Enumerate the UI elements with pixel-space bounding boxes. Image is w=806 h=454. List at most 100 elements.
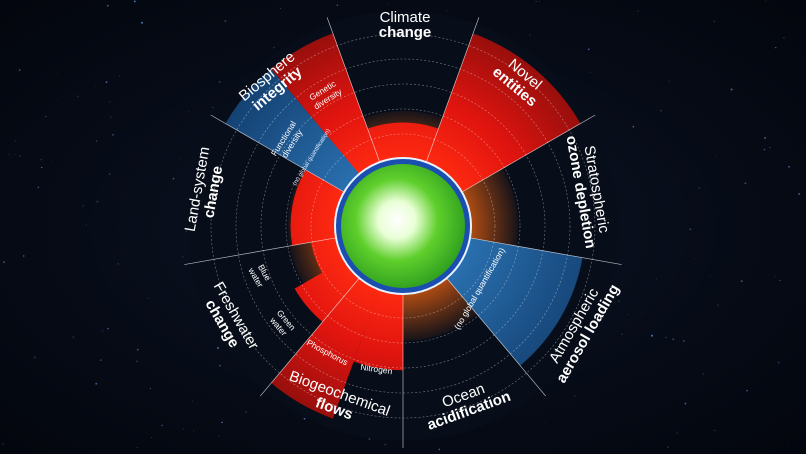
star (107, 327, 109, 330)
star (646, 186, 648, 188)
star (636, 61, 638, 63)
star (172, 177, 175, 180)
star (109, 101, 111, 103)
star (106, 4, 109, 7)
star (336, 4, 339, 6)
wedge-freshwater-blue-water (311, 237, 345, 273)
star (135, 16, 137, 18)
star (567, 375, 570, 378)
star (179, 158, 181, 160)
wedge-novel (426, 33, 581, 193)
star (545, 421, 546, 423)
star (96, 200, 99, 203)
star (655, 278, 658, 280)
wedge-biogeo-phosphorus (353, 289, 403, 371)
star (689, 228, 692, 231)
star (2, 443, 4, 445)
star (160, 239, 162, 241)
star (384, 443, 387, 446)
label-nitrogen: Nitrogen (360, 362, 393, 376)
star (698, 187, 700, 189)
star (782, 36, 785, 39)
label-climate-2: change (379, 24, 432, 41)
star (110, 116, 112, 119)
star (0, 220, 1, 222)
star (590, 72, 591, 74)
star (108, 173, 111, 175)
star (41, 166, 43, 169)
star (368, 438, 371, 441)
star (628, 314, 630, 316)
star (667, 446, 669, 448)
star (198, 342, 200, 343)
star (136, 446, 138, 449)
star (730, 363, 731, 364)
label-climate: Climate (380, 9, 431, 26)
star (694, 258, 696, 260)
sector-divider (326, 17, 381, 163)
grid-ring (285, 108, 521, 344)
star (182, 428, 184, 430)
star (720, 257, 721, 259)
star (273, 46, 275, 49)
grid-ring (235, 58, 571, 394)
star (659, 109, 663, 112)
star (45, 115, 47, 118)
star (779, 405, 781, 407)
star (632, 125, 635, 128)
inner-safe-zone (334, 157, 472, 295)
star (798, 192, 801, 195)
star (672, 338, 675, 341)
star (85, 224, 87, 226)
star (717, 304, 719, 306)
star (95, 382, 98, 385)
star (149, 387, 152, 390)
wedge-aerosol (446, 237, 583, 366)
star (684, 402, 687, 405)
star (65, 64, 67, 66)
star (715, 155, 717, 157)
star (136, 348, 139, 351)
star (709, 275, 711, 277)
star (765, 343, 767, 344)
sector-divider (260, 277, 360, 397)
star (37, 186, 40, 188)
star (10, 111, 12, 112)
star (714, 429, 716, 431)
star (713, 20, 716, 23)
sector-divider (210, 114, 345, 193)
star (651, 334, 654, 337)
star (216, 347, 219, 350)
star (788, 2, 790, 3)
star (136, 360, 138, 363)
star (574, 395, 576, 397)
star (211, 106, 214, 109)
star (218, 80, 221, 83)
star (133, 0, 136, 3)
star (744, 182, 747, 185)
star (3, 261, 5, 264)
star (219, 364, 222, 367)
star (99, 359, 102, 362)
star (188, 111, 190, 113)
star (665, 336, 667, 339)
star (76, 95, 79, 98)
star (787, 446, 788, 448)
star (702, 373, 704, 375)
wedge-climate (367, 122, 439, 163)
star (683, 340, 685, 342)
star (40, 159, 42, 161)
star (15, 154, 17, 155)
star (438, 448, 441, 451)
star (245, 411, 247, 413)
star (105, 81, 108, 84)
star (567, 6, 569, 7)
star (621, 333, 624, 336)
star (266, 12, 267, 13)
star (777, 361, 780, 364)
star (641, 314, 642, 315)
star (19, 155, 21, 157)
star (637, 10, 639, 12)
